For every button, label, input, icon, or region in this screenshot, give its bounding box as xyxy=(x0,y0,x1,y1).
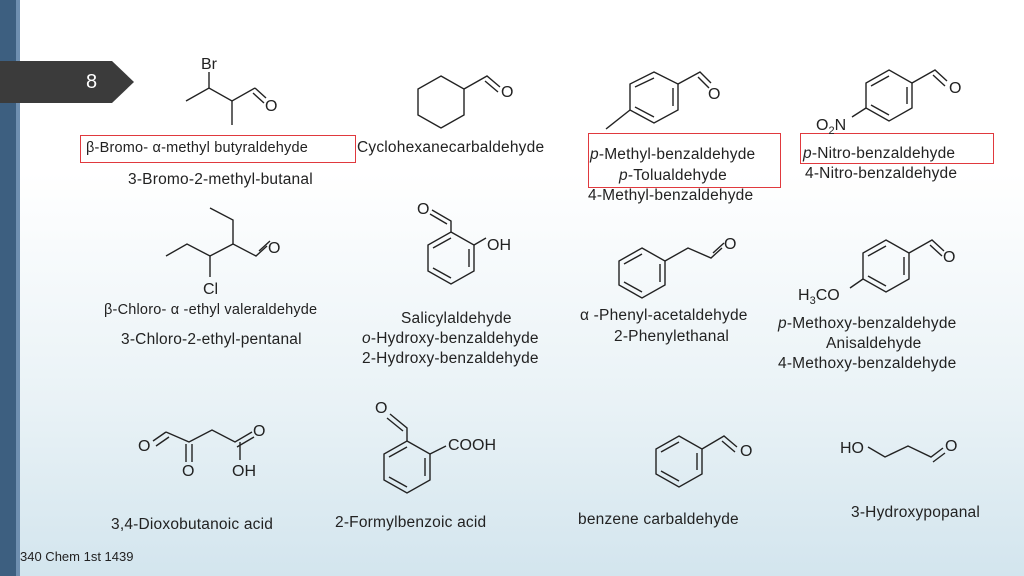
svg-text:O2N: O2N xyxy=(816,117,846,137)
structure-c12: HO O xyxy=(840,438,957,463)
slide-number: 8 xyxy=(86,71,98,93)
structure-c2: O xyxy=(417,75,513,129)
svg-text:O: O xyxy=(265,98,277,115)
structure-c3: O xyxy=(605,71,720,130)
svg-text:O: O xyxy=(182,463,194,480)
svg-text:HO: HO xyxy=(840,440,864,457)
structure-c4: O O2N xyxy=(816,69,961,137)
svg-text:OH: OH xyxy=(487,237,511,254)
name-c8-line1: p-Methoxy-benzaldehyde xyxy=(778,315,957,332)
structure-c6: O OH xyxy=(417,201,511,285)
name-c7-line2: 2-Phenylethanal xyxy=(614,328,730,345)
structure-c10: O COOH xyxy=(375,400,496,494)
svg-text:O: O xyxy=(253,423,265,440)
slide-number-arrow-icon xyxy=(0,61,134,103)
highlight-box-c4 xyxy=(800,133,994,164)
highlight-box-c1 xyxy=(80,135,356,163)
name-c9-line1: 3,4-Dioxobutanoic acid xyxy=(111,516,274,533)
name-c1-line1: β-Bromo- α-methyl butyraldehyde xyxy=(86,140,308,156)
name-c4-line1: p-Nitro-benzaldehyde xyxy=(803,145,956,162)
svg-text:O: O xyxy=(724,236,736,253)
svg-text:O: O xyxy=(501,84,513,101)
svg-text:O: O xyxy=(268,240,280,257)
structure-c7: O xyxy=(618,236,736,299)
name-c12-line1: 3-Hydroxypopanal xyxy=(851,504,980,521)
svg-text:Br: Br xyxy=(201,56,218,73)
name-c6-line3: 2-Hydroxy-benzaldehyde xyxy=(362,350,539,367)
name-c6-line1: Salicylaldehyde xyxy=(401,310,512,327)
svg-text:O: O xyxy=(708,86,720,103)
svg-text:H3CO: H3CO xyxy=(798,287,840,307)
svg-text:Cl: Cl xyxy=(203,281,218,298)
svg-text:O: O xyxy=(375,400,387,417)
svg-text:O: O xyxy=(138,438,150,455)
name-c6-line2: o-Hydroxy-benzaldehyde xyxy=(362,330,539,347)
name-c7-line1: α -Phenyl-acetaldehyde xyxy=(580,307,748,324)
name-c1-line2: 3-Bromo-2-methyl-butanal xyxy=(128,171,313,188)
name-c3-line2: p-Tolualdehyde xyxy=(619,167,727,184)
name-c5-line2: 3-Chloro-2-ethyl-pentanal xyxy=(121,331,302,348)
slide-footer: 340 Chem 1st 1439 xyxy=(20,549,134,564)
name-c11-line1: benzene carbaldehyde xyxy=(578,511,739,528)
name-c3-line3: 4-Methyl-benzaldehyde xyxy=(588,187,754,204)
svg-text:O: O xyxy=(949,80,961,97)
name-c8-line2: Anisaldehyde xyxy=(826,335,922,352)
highlight-box-c3 xyxy=(588,133,781,188)
structure-c8: O H3CO xyxy=(798,239,955,307)
svg-text:O: O xyxy=(417,201,429,218)
svg-text:O: O xyxy=(945,438,957,455)
structure-c11: O xyxy=(655,435,752,488)
name-c8-line3: 4-Methoxy-benzaldehyde xyxy=(778,355,957,372)
svg-text:O: O xyxy=(740,443,752,460)
name-c10-line1: 2-Formylbenzoic acid xyxy=(335,514,487,531)
structure-c1: Br O xyxy=(185,56,277,125)
name-c2-line1: Cyclohexanecarbaldehyde xyxy=(357,139,545,156)
svg-text:OH: OH xyxy=(232,463,256,480)
svg-text:COOH: COOH xyxy=(448,437,496,454)
svg-text:O: O xyxy=(943,249,955,266)
name-c4-line2: 4-Nitro-benzaldehyde xyxy=(805,165,958,182)
name-c5-line1: β-Chloro- α -ethyl valeraldehyde xyxy=(104,302,318,318)
slide-number-badge: 8 xyxy=(0,61,134,103)
structure-c5: O Cl xyxy=(165,207,280,298)
left-sidebar-accent xyxy=(16,0,20,576)
left-sidebar-bar xyxy=(0,0,16,576)
structure-c9: O O O OH xyxy=(138,423,265,480)
name-c3-line1: p-Methyl-benzaldehyde xyxy=(590,146,756,163)
